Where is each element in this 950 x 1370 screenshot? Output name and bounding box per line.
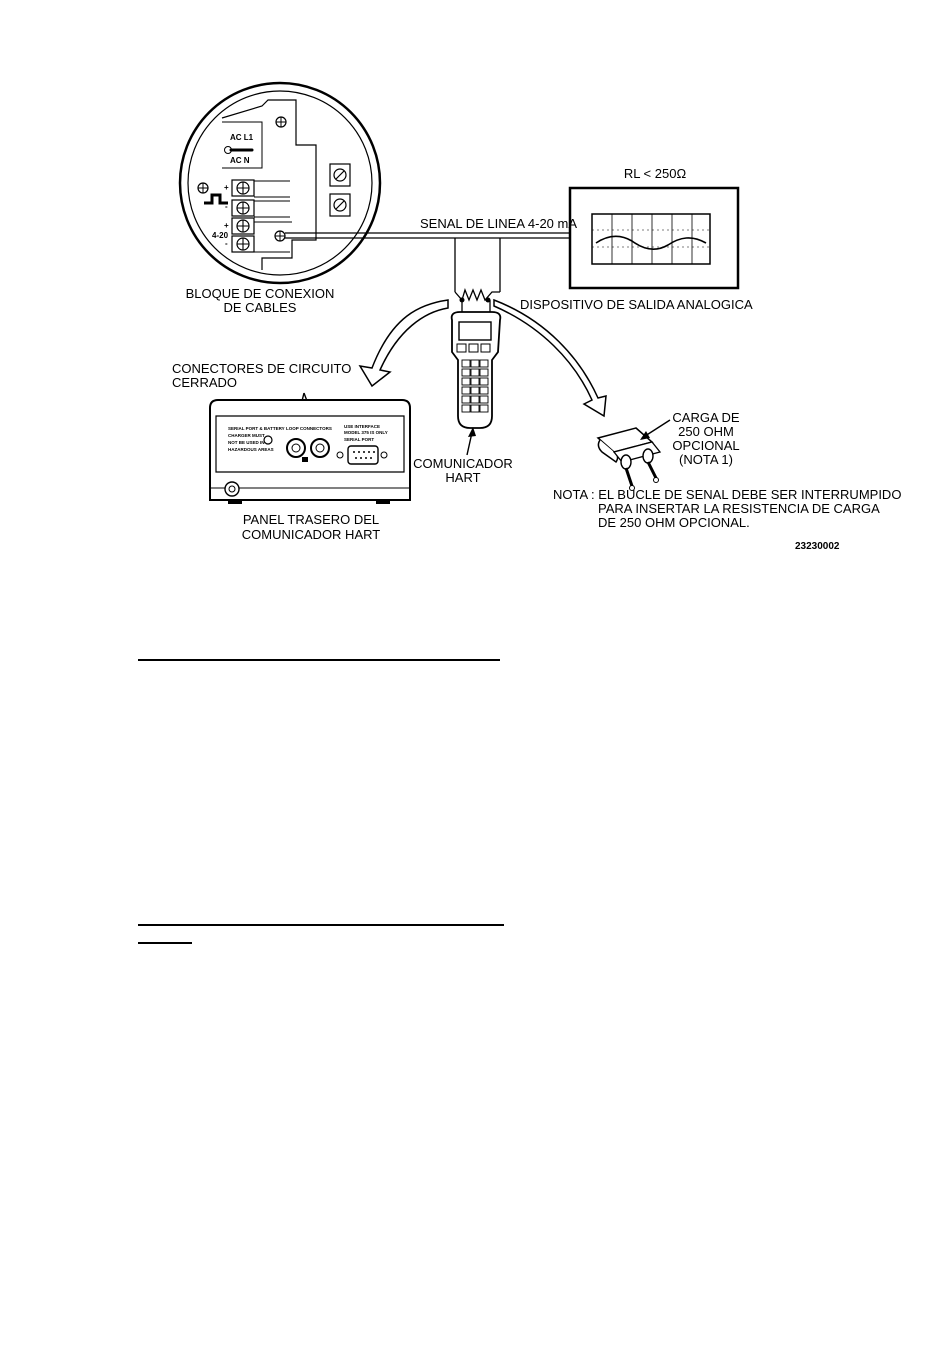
panel-loop-text: LOOP CONNECTORS xyxy=(286,426,332,431)
side-screw-box-2 xyxy=(329,193,351,217)
figure-id: 23230002 xyxy=(795,541,840,552)
charger-jack xyxy=(263,435,273,445)
side-screw-box-1 xyxy=(329,163,351,187)
analog-output-device xyxy=(568,186,740,290)
range-label: 4-20 xyxy=(212,231,229,240)
ground-symbol-icon xyxy=(197,182,209,194)
housing-outer-ring xyxy=(178,81,382,285)
loop-connectors-label-1: CONECTORES DE CIRCUITO xyxy=(172,361,351,376)
terminal-block: AC L1 AC N + - + 4- xyxy=(178,81,382,315)
signal-line-label: SENAL DE LINEA 4-20 mA xyxy=(420,216,577,231)
housing-inner-ring xyxy=(187,90,373,276)
note-line-3: DE 250 OHM OPCIONAL. xyxy=(598,515,750,530)
ac-n-label: AC N xyxy=(230,156,250,165)
load-resistor xyxy=(596,427,662,491)
load-label-1: CARGA DE xyxy=(672,410,740,425)
arrow-to-rear-panel xyxy=(358,299,449,388)
pulse-signal-icon xyxy=(204,193,228,205)
panel-warning-2: CHARGER MUST xyxy=(228,433,265,438)
load-label-3: OPCIONAL xyxy=(672,438,739,453)
panel-warning-4: HAZARDOUS AREAS xyxy=(228,447,274,452)
terminal-block-label-1: BLOQUE DE CONEXION xyxy=(186,286,335,301)
loop-jack-left xyxy=(286,438,306,458)
rear-panel-label-1: PANEL TRASERO DEL xyxy=(243,512,379,527)
note-line-1: NOTA : EL BUCLE DE SENAL DEBE SER INTERR… xyxy=(553,487,901,502)
panel-serial-1: USE INTERFACE xyxy=(344,424,380,429)
terminal-strip xyxy=(231,179,292,253)
panel-warning-1: SERIAL PORT & BATTERY xyxy=(228,426,285,431)
plus-label-2: + xyxy=(224,221,229,230)
panel-serial-2: MODEL 375 IS ONLY xyxy=(344,430,388,435)
load-label-4: (NOTA 1) xyxy=(679,452,733,467)
signal-wires xyxy=(285,232,570,318)
section-rule-1 xyxy=(138,659,500,661)
resistance-label: RL < 250Ω xyxy=(624,166,687,181)
loop-jack-right xyxy=(310,438,330,458)
section-rule-2 xyxy=(138,924,504,926)
communicator-screen xyxy=(458,321,492,341)
loop-connectors-label-2: CERRADO xyxy=(172,375,237,390)
rear-panel-label-2: COMUNICADOR HART xyxy=(242,527,380,542)
rear-panel: SERIAL PORT & BATTERY CHARGER MUST NOT B… xyxy=(209,399,411,504)
communicator-keypad xyxy=(461,359,489,413)
section-rule-3 xyxy=(138,942,192,944)
hart-communicator xyxy=(450,311,502,429)
plus-label-1: + xyxy=(224,183,229,192)
minus-label-1: - xyxy=(225,202,228,211)
output-device-label: DISPOSITIVO DE SALIDA ANALOGICA xyxy=(520,297,753,312)
note-line-2: PARA INSERTAR LA RESISTENCIA DE CARGA xyxy=(598,501,880,516)
load-label-2: 250 OHM xyxy=(678,424,734,439)
arrow-to-load-resistor xyxy=(493,298,607,418)
terminal-plate xyxy=(221,99,317,270)
ac-l1-label: AC L1 xyxy=(230,133,254,142)
minus-label-2: - xyxy=(225,239,228,248)
serial-port xyxy=(347,445,379,465)
terminal-block-label-2: DE CABLES xyxy=(224,300,297,315)
communicator-label-2: HART xyxy=(445,470,480,485)
panel-serial-3: SERIAL PORT xyxy=(344,437,374,442)
communicator-label-1: COMUNICADOR xyxy=(413,456,513,471)
panel-warning-3: NOT BE USED IN xyxy=(228,440,265,445)
waveform-trace xyxy=(595,235,707,250)
ac-box xyxy=(222,121,263,169)
panel-foot-screw xyxy=(224,481,240,497)
